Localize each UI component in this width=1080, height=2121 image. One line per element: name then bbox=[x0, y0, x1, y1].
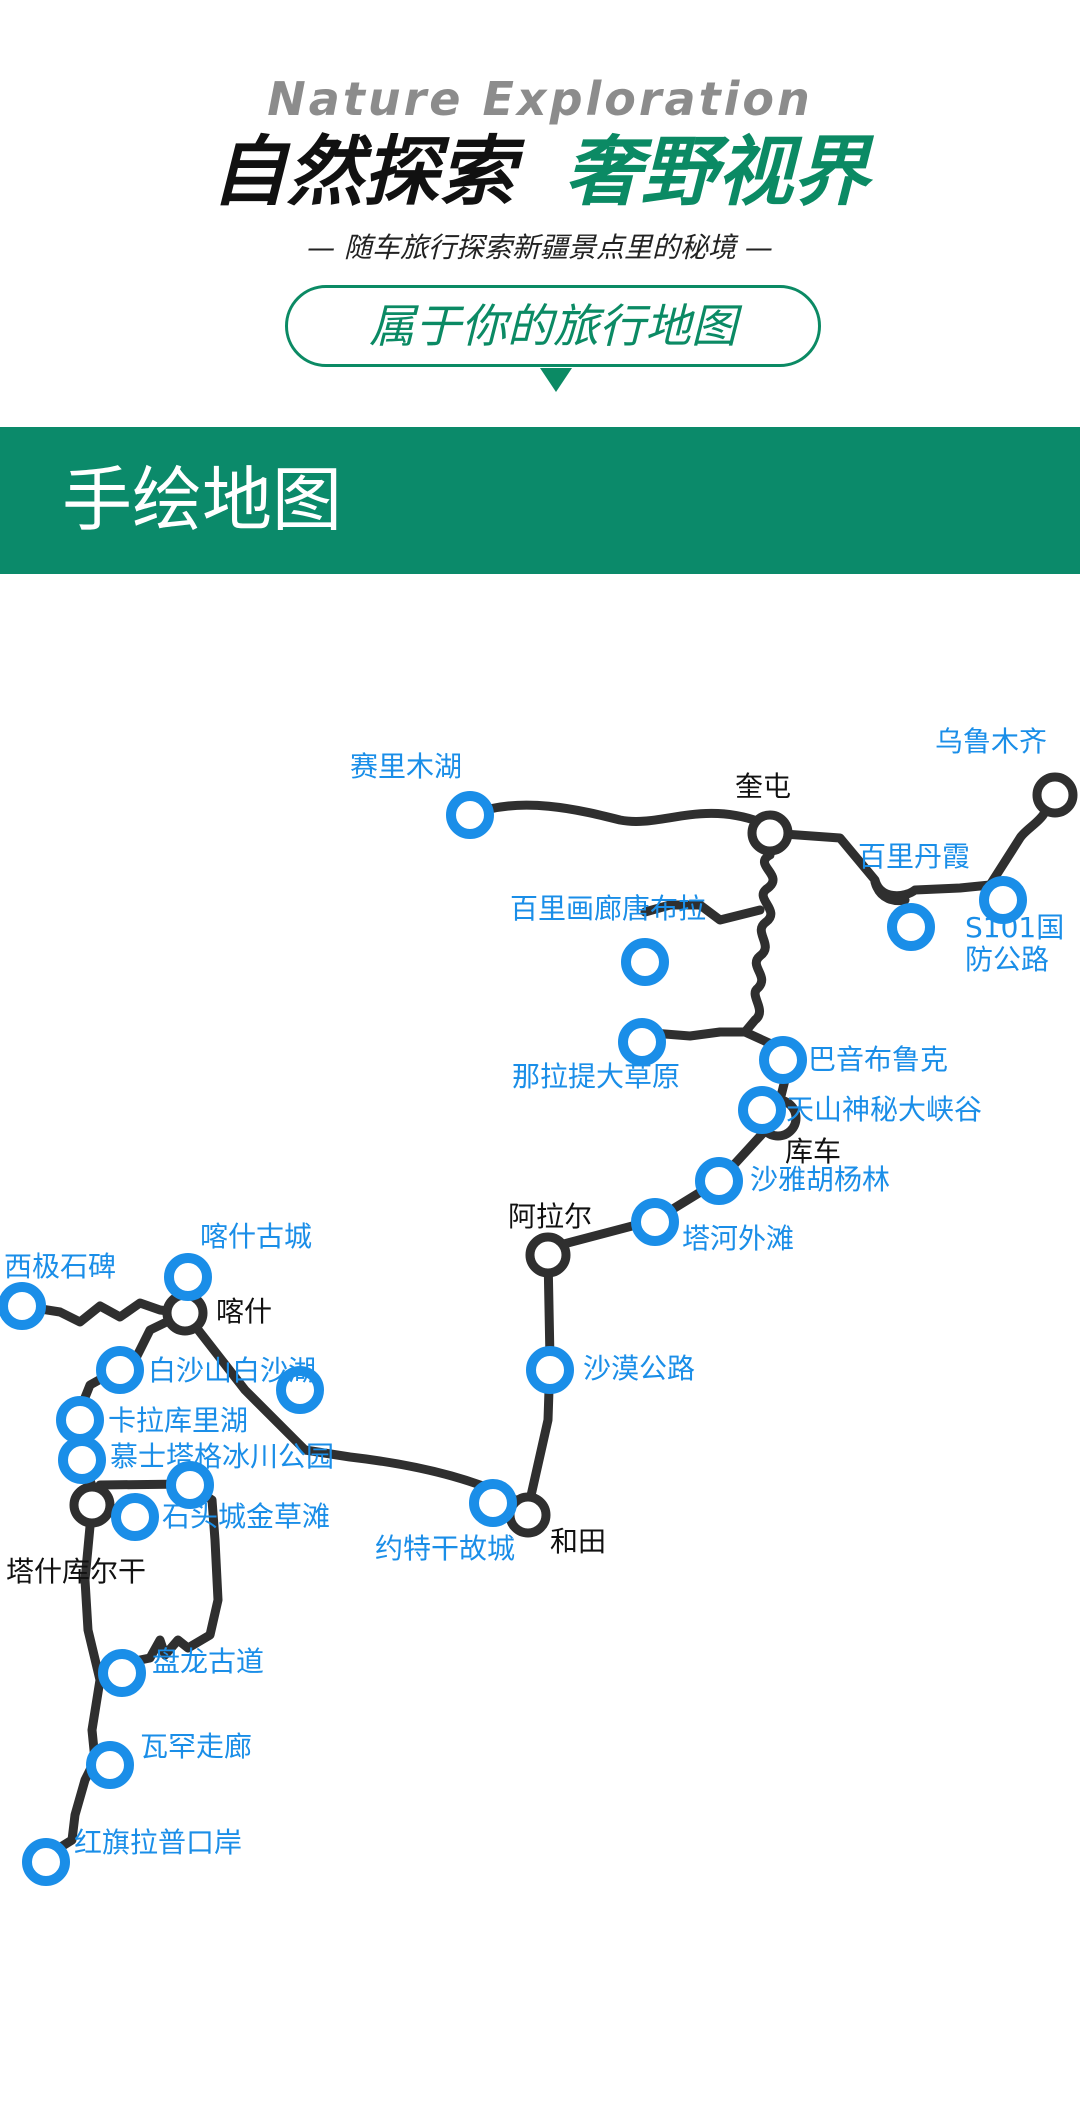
scenic-marker-xiji bbox=[0, 1282, 46, 1330]
route-lines bbox=[17, 790, 1060, 1860]
scenic-marker-sailimu bbox=[446, 791, 494, 839]
scenic-marker-tahe bbox=[631, 1198, 679, 1246]
label-bailidanxia: 百里丹霞 bbox=[858, 840, 971, 873]
route-map: 乌鲁木齐 奎屯 赛里木湖 百里丹霞 S101国防公路 百里画廊唐布拉 那拉提大草… bbox=[0, 600, 1080, 2100]
label-kuitun: 奎屯 bbox=[735, 770, 792, 803]
scenic-marker-panlong bbox=[98, 1649, 146, 1697]
label-mushitage: 慕士塔格冰川公园 bbox=[110, 1440, 335, 1473]
scenic-markers bbox=[0, 791, 1027, 1886]
label-s101: S101国防公路 bbox=[965, 911, 1065, 976]
english-title: Nature Exploration bbox=[267, 72, 813, 126]
label-xiji: 西极石碑 bbox=[4, 1250, 117, 1283]
scenic-marker-wahan bbox=[86, 1741, 134, 1789]
city-marker-alaer bbox=[525, 1232, 571, 1278]
label-shaya: 沙雅胡杨林 bbox=[750, 1163, 891, 1196]
label-kuche: 库车 bbox=[785, 1135, 842, 1168]
route-xiji-kashi bbox=[17, 1298, 190, 1327]
scenic-marker-s101 bbox=[979, 876, 1027, 924]
route-sailimu-kuitun bbox=[465, 800, 765, 827]
label-tianshan: 天山神秘大峡谷 bbox=[786, 1093, 983, 1126]
scenic-marker-shamo bbox=[526, 1346, 574, 1394]
chinese-title: 自然探索奢野视界 bbox=[0, 122, 1080, 222]
scenic-marker-bailihualang bbox=[621, 938, 669, 986]
label-hongqila: 红旗拉普口岸 bbox=[74, 1826, 243, 1859]
label-panlong: 盘龙古道 bbox=[152, 1645, 265, 1678]
route-tashi-hongqila bbox=[43, 1500, 105, 1860]
scenic-marker-shaya bbox=[695, 1157, 743, 1205]
label-sailimu: 赛里木湖 bbox=[350, 750, 463, 783]
label-hetian: 和田 bbox=[550, 1525, 607, 1558]
route-nalati bbox=[635, 1027, 750, 1041]
route-kuche-alaer bbox=[555, 1115, 780, 1250]
label-baishashan: 白沙山白沙湖 bbox=[148, 1354, 317, 1387]
city-marker-tashikuergan bbox=[69, 1482, 115, 1528]
label-kalaku: 卡拉库里湖 bbox=[108, 1404, 249, 1437]
section-banner: 手绘地图 bbox=[0, 427, 1080, 574]
route-kuitun-bayinbuluke bbox=[740, 828, 790, 1125]
scenic-marker-kashigucheng bbox=[164, 1253, 212, 1301]
scenic-marker-tianshan bbox=[738, 1086, 786, 1134]
scenic-marker-nalati bbox=[618, 1018, 666, 1066]
route-to-bailidanxia bbox=[870, 877, 910, 906]
scenic-marker-kalaku bbox=[56, 1396, 104, 1444]
label-bayinbuluke: 巴音布鲁克 bbox=[808, 1043, 949, 1076]
scenic-marker-baishashan bbox=[96, 1346, 144, 1394]
route-map-svg bbox=[0, 772, 1078, 1886]
city-marker-kuitun bbox=[747, 810, 793, 856]
label-shitoucheng: 石头城金草滩 bbox=[162, 1500, 331, 1533]
scenic-marker-hongqila bbox=[22, 1838, 70, 1886]
label-wahan: 瓦罕走廊 bbox=[140, 1730, 253, 1763]
label-shamo: 沙漠公路 bbox=[583, 1352, 696, 1385]
banner-title: 手绘地图 bbox=[62, 459, 342, 541]
title-part-1: 自然探索 bbox=[211, 127, 515, 216]
label-kashi: 喀什 bbox=[216, 1295, 273, 1328]
label-nalati: 那拉提大草原 bbox=[512, 1060, 681, 1093]
label-bailihualang: 百里画廊唐布拉 bbox=[510, 892, 707, 925]
scenic-marker-bayinbuluke bbox=[759, 1036, 807, 1084]
scenic-marker-yuete bbox=[469, 1479, 517, 1527]
label-wulumuqi: 乌鲁木齐 bbox=[935, 725, 1048, 758]
scenic-marker-yiche bbox=[276, 1366, 324, 1414]
label-kashigucheng: 喀什古城 bbox=[200, 1220, 313, 1253]
label-alaer: 阿拉尔 bbox=[508, 1200, 593, 1233]
pill-arrow-icon bbox=[540, 368, 572, 392]
scenic-marker-bailidanxia bbox=[887, 903, 935, 951]
subtitle: — 随车旅行探索新疆景点里的秘境 — bbox=[307, 231, 773, 264]
route-bailihualang bbox=[640, 900, 765, 925]
scenic-marker-mushitage bbox=[58, 1436, 106, 1484]
title-part-2: 奢野视界 bbox=[565, 127, 869, 216]
city-marker-wulumuqi bbox=[1032, 772, 1078, 818]
header: Nature Exploration 自然探索奢野视界 — 随车旅行探索新疆景点… bbox=[0, 0, 1080, 420]
travel-map-pill: 属于你的旅行地图 bbox=[285, 285, 821, 367]
scenic-marker-shitoucheng bbox=[111, 1493, 159, 1541]
label-yuete: 约特干故城 bbox=[375, 1532, 516, 1565]
scenic-marker-shitoucheng-a bbox=[166, 1461, 214, 1509]
label-tashikuergan: 塔什库尔干 bbox=[6, 1555, 147, 1588]
label-tahe: 塔河外滩 bbox=[682, 1222, 795, 1255]
